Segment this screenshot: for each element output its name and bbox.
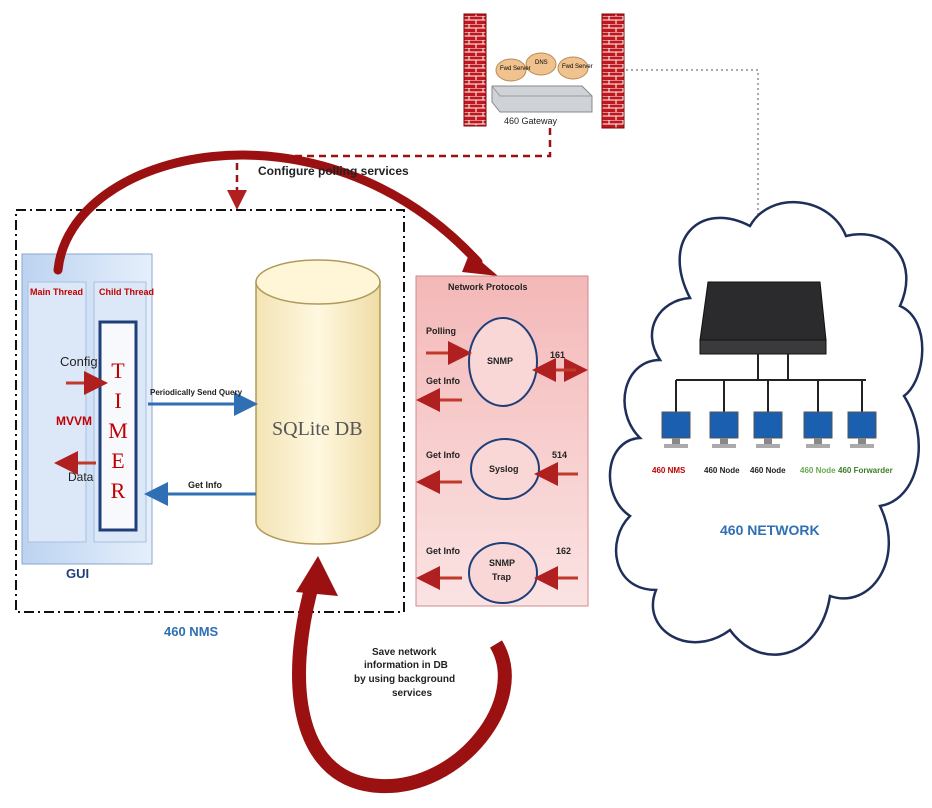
timer-box (98, 320, 138, 532)
snmp-polling-label: Polling (426, 326, 456, 336)
trap-name-1: SNMP (489, 558, 516, 568)
syslog-getinfo-label: Get Info (426, 450, 460, 460)
data-label: Data (68, 470, 94, 484)
timer-letter-t: T (111, 358, 125, 383)
gateway-service-1 (495, 58, 527, 82)
child-thread-label: Child Thread (99, 287, 155, 297)
gui-label: GUI (66, 566, 90, 581)
main-thread-panel (27, 281, 87, 543)
db-get-info-label: Get Info (188, 480, 222, 490)
sqlite-cylinder (255, 282, 381, 545)
trap-getinfo-label: Get Info (426, 546, 460, 556)
network-switch (699, 281, 827, 341)
send-query-label: Periodically Send Query (150, 388, 243, 397)
timer-letter-m: M (108, 418, 128, 443)
protocols-title: Network Protocols (448, 282, 528, 292)
main-thread-label: Main Thread (30, 287, 84, 297)
timer-letter-r: R (110, 478, 126, 503)
timer-letter-i: I (114, 388, 122, 413)
sqlite-label: SQLite DB (272, 418, 363, 440)
node-label-4: 460 Node (800, 466, 836, 475)
save-loop-arrow (292, 576, 512, 794)
nms-label: 460 NMS (164, 624, 219, 639)
firewall-left (463, 13, 487, 127)
gateway-network-line (626, 69, 759, 270)
nms-boundary (15, 209, 405, 613)
trap-name-2: Trap (492, 572, 512, 582)
trap-port: 162 (556, 546, 572, 556)
save-note-2: information in DB (364, 660, 448, 671)
config-label: Config (60, 354, 98, 369)
mvvm-label: MVVM (56, 414, 92, 428)
node-label-5: 460 Forwarder (838, 466, 893, 475)
gateway-label: 460 Gateway (504, 116, 558, 126)
configure-arc-arrow (53, 150, 483, 275)
node-label-2: 460 Node (704, 466, 740, 475)
snmp-getinfo-label: Get Info (426, 376, 460, 386)
snmp-port: 161 (550, 350, 566, 360)
snmp-name: SNMP (487, 356, 514, 366)
gateway-service-1-label: Fwd Server (500, 66, 531, 72)
network-label: 460 NETWORK (720, 522, 820, 538)
node-label-1: 460 NMS (652, 466, 686, 475)
timer-letter-e: E (111, 448, 125, 473)
firewall-right (601, 13, 625, 129)
computer-4 (803, 411, 833, 448)
computer-3 (753, 411, 783, 448)
save-note-1: Save network (372, 647, 437, 658)
gateway-service-2-label: DNS (535, 60, 548, 66)
computer-5 (847, 411, 877, 448)
gateway-config-line (227, 128, 552, 210)
gateway-service-2 (525, 52, 557, 76)
save-note-3: by using background (354, 674, 456, 685)
computer-1 (661, 411, 691, 448)
node-label-3: 460 Node (750, 466, 786, 475)
computer-2 (709, 411, 739, 448)
gateway-server (491, 85, 593, 113)
syslog-port: 514 (552, 450, 568, 460)
syslog-name: Syslog (489, 464, 519, 474)
configure-label: Configure polling services (258, 164, 409, 178)
save-note-4: services (392, 688, 433, 699)
gateway-service-3 (557, 56, 589, 80)
gateway-service-3-label: Fwd Server (562, 64, 593, 70)
